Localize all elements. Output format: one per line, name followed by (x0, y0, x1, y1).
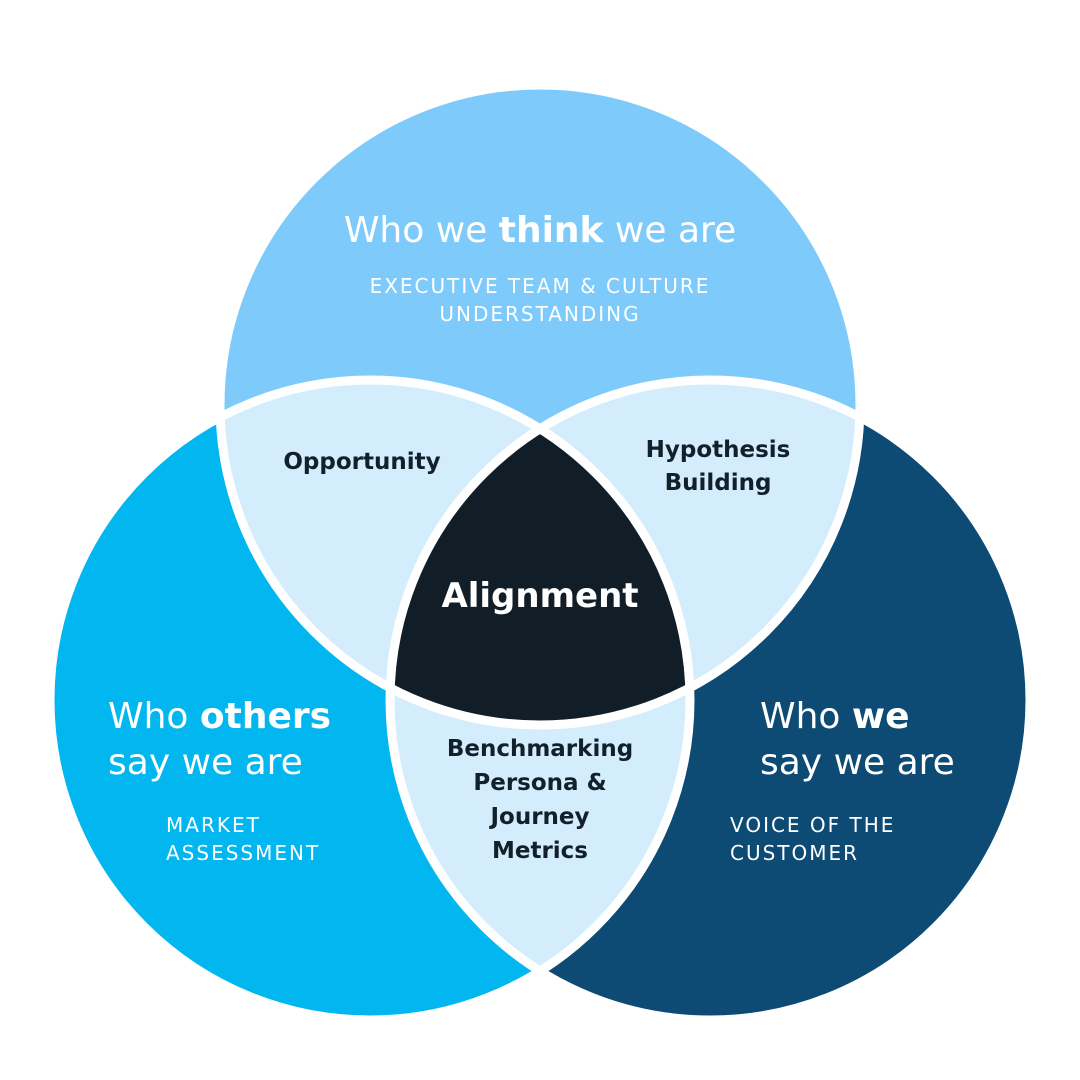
journey-text: Journey (490, 804, 590, 830)
right-heading-pre: Who (760, 696, 852, 737)
right-heading: Who we say we are (760, 694, 1040, 786)
overlap-top-right-label: Hypothesis Building (608, 434, 828, 500)
top-heading-pre: Who we (343, 210, 499, 251)
top-subtitle: EXECUTIVE TEAM & CULTURE UNDERSTANDING (290, 272, 790, 328)
left-heading: Who others say we are (108, 694, 408, 786)
top-heading-bold: think (498, 210, 604, 251)
top-circle-outline (215, 80, 865, 730)
alignment-text: Alignment (441, 576, 639, 616)
center-label: Alignment (420, 576, 660, 616)
top-heading: Who we think we are (290, 208, 790, 254)
right-heading-line2: say we are (760, 742, 955, 783)
overlap-bottom-label: Benchmarking Persona & Journey Metrics (410, 732, 670, 868)
top-heading-post: we are (603, 210, 737, 251)
right-subtitle-line2: CUSTOMER (730, 841, 860, 865)
top-subtitle-line1: EXECUTIVE TEAM & CULTURE (369, 274, 711, 298)
right-circle-outline (385, 375, 1035, 1025)
left-heading-pre: Who (108, 696, 200, 737)
opportunity-text: Opportunity (283, 449, 441, 475)
center-region (390, 380, 690, 725)
persona-text: Persona & (473, 770, 607, 796)
hypothesis-text: Hypothesis (645, 437, 791, 463)
left-circle-outline (45, 375, 695, 1025)
left-subtitle: MARKET ASSESSMENT (166, 811, 406, 867)
left-heading-line2: say we are (108, 742, 303, 783)
left-subtitle-line1: MARKET (166, 813, 261, 837)
overlap-top-left-label: Opportunity (252, 446, 472, 479)
metrics-text: Metrics (491, 838, 589, 864)
right-subtitle: VOICE OF THE CUSTOMER (730, 811, 1010, 867)
right-heading-bold: we (851, 696, 910, 737)
right-subtitle-line1: VOICE OF THE (730, 813, 896, 837)
left-subtitle-line2: ASSESSMENT (166, 841, 321, 865)
left-heading-bold: others (199, 696, 332, 737)
top-subtitle-line2: UNDERSTANDING (439, 302, 641, 326)
building-text: Building (664, 470, 772, 496)
benchmarking-text: Benchmarking (446, 736, 634, 762)
